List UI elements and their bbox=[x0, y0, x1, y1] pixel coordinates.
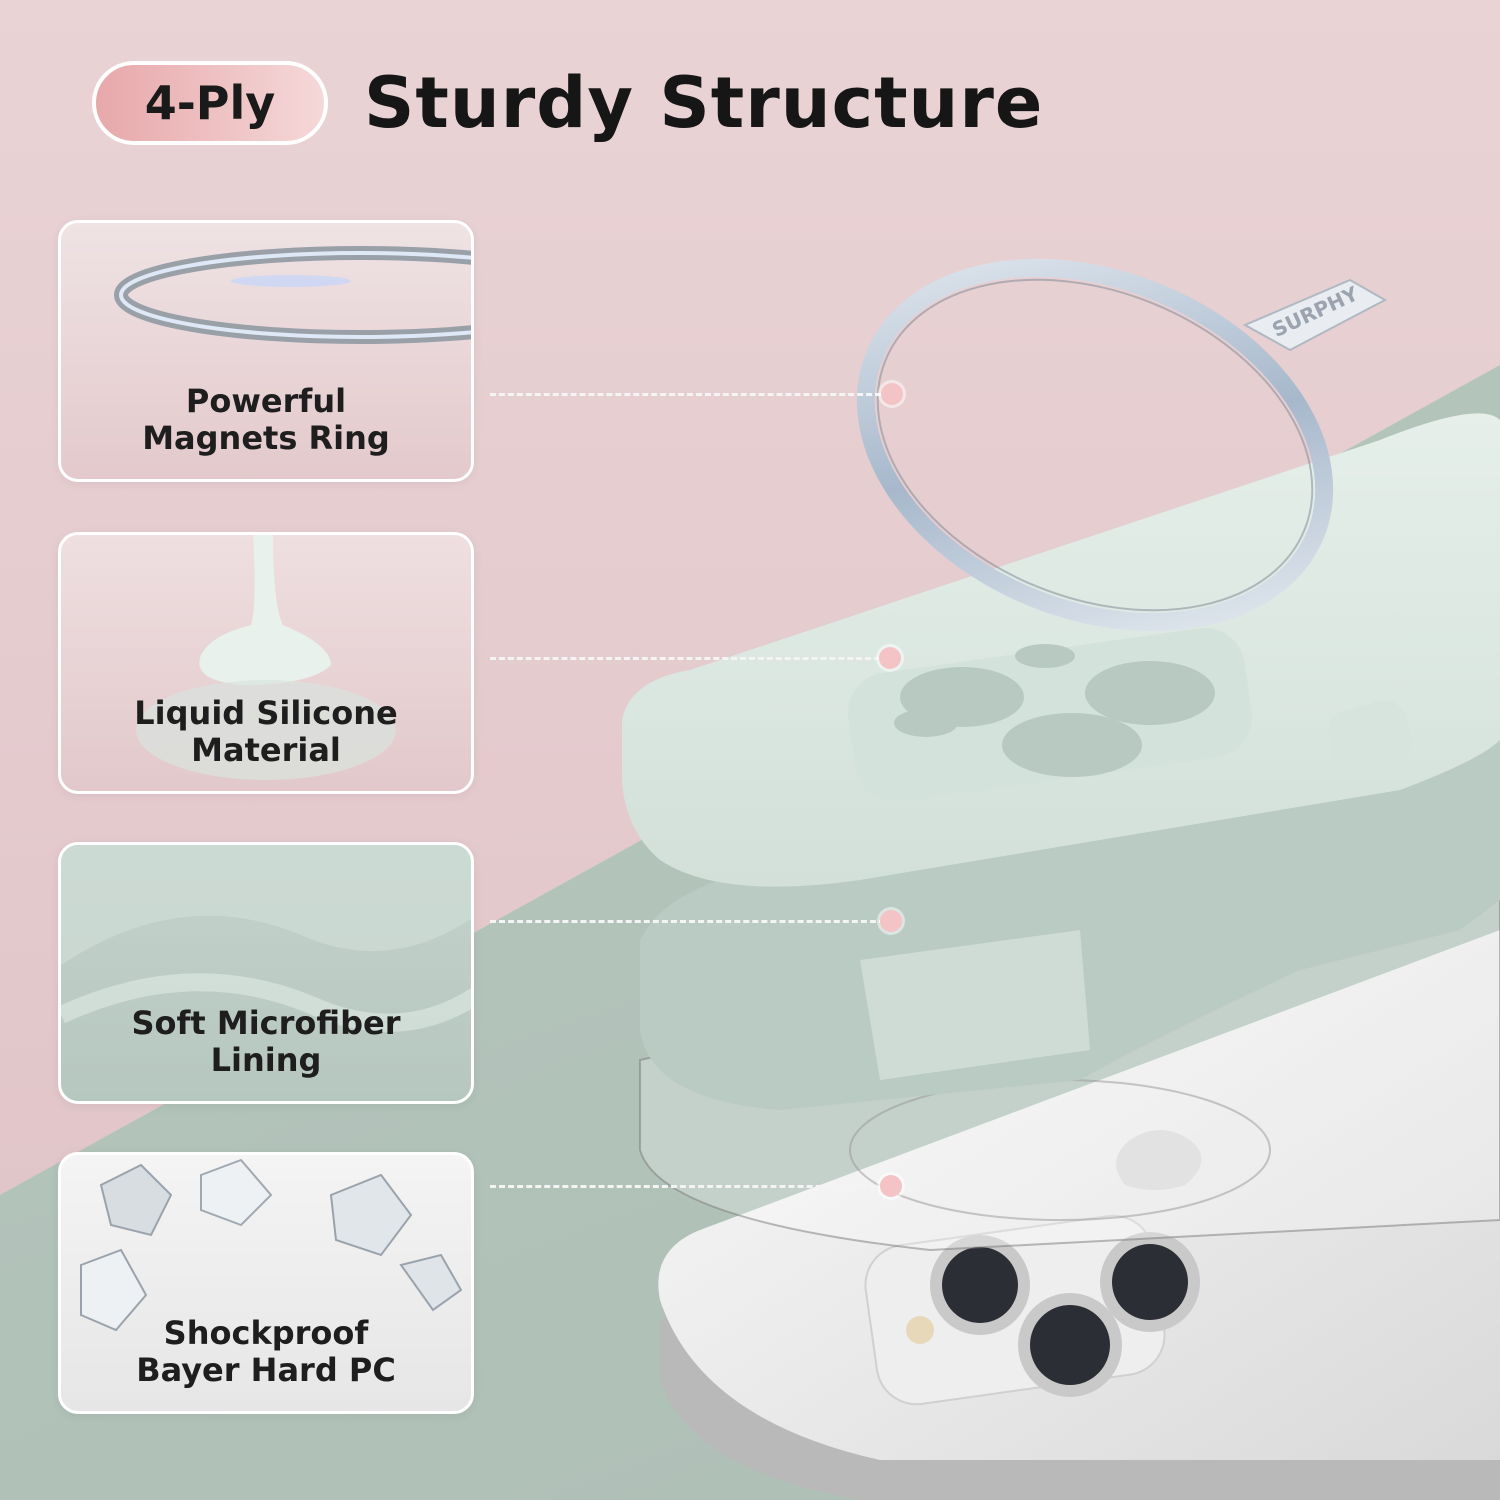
silicone-drip-art bbox=[136, 535, 396, 780]
leader-line-silicone bbox=[490, 657, 880, 660]
silicone-case bbox=[622, 413, 1500, 887]
microfiber-fabric-art bbox=[61, 845, 471, 1032]
callout-dot-magnets bbox=[881, 383, 903, 405]
magnet-ring-art bbox=[114, 246, 471, 344]
ply-badge: 4-Ply bbox=[92, 61, 328, 145]
callout-dot-silicone bbox=[879, 647, 901, 669]
callout-dot-microfiber bbox=[880, 910, 902, 932]
leader-line-hard-pc bbox=[490, 1185, 885, 1188]
phone bbox=[658, 930, 1500, 1500]
leader-line-magnets bbox=[490, 393, 890, 396]
leader-line-microfiber bbox=[490, 920, 885, 923]
page-title: Sturdy Structure bbox=[364, 62, 1044, 144]
crystals-art bbox=[80, 1158, 463, 1332]
callout-dot-hard-pc bbox=[880, 1175, 902, 1197]
microfiber-lining bbox=[640, 720, 1500, 1110]
header: 4-Ply Sturdy Structure bbox=[92, 58, 1043, 148]
